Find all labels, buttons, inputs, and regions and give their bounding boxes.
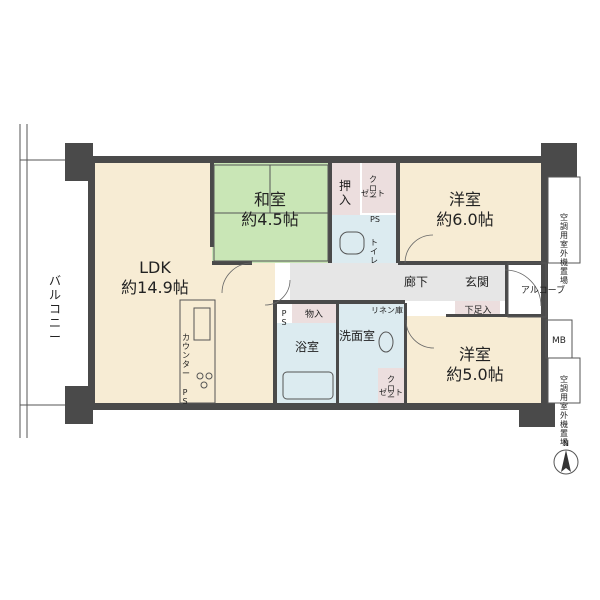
washbasin	[378, 331, 394, 353]
wall-west	[88, 156, 95, 410]
washitsu-name: 和室	[254, 190, 286, 209]
balcony-label: バルコニー	[49, 274, 61, 344]
outdoor-unit-north-label: 空調用室外機置場	[560, 212, 568, 285]
door-ldk-washitsu	[221, 262, 253, 294]
bathroom-floor	[277, 323, 337, 403]
corridor-label: 廊下	[404, 274, 428, 289]
genkan-floor	[446, 263, 505, 301]
tatami-3	[213, 212, 329, 262]
shitaashiire-floor	[455, 301, 500, 316]
ldk-floor-upper	[95, 163, 212, 263]
compass: N	[553, 439, 579, 475]
alcove-label: アルコーブ	[521, 284, 565, 296]
outdoor-unit-south-box	[547, 357, 581, 404]
closet-north-line-1: クロー	[369, 175, 377, 202]
closet-north-line-2: ゼット	[361, 188, 385, 198]
compass-arrow-icon	[561, 450, 571, 472]
oshiire-label: 押入	[339, 179, 351, 207]
yoshitsu-south-floor	[406, 316, 541, 403]
door-yoshitsu-south	[405, 319, 435, 349]
monoire-floor	[292, 303, 336, 323]
stove-burner-3	[200, 381, 208, 389]
outdoor-unit-north-box	[547, 176, 581, 264]
toilet-fixture	[339, 231, 365, 255]
yoshitsu-north-floor	[398, 163, 541, 263]
wall-closet-yoshitsu	[396, 163, 400, 263]
column-se	[519, 403, 555, 427]
mb-label: MB	[552, 336, 566, 346]
door-yoshitsu-north	[404, 234, 434, 264]
toilet-label: トイレ	[370, 238, 378, 265]
ldk-name: LDK	[139, 258, 171, 277]
yoshitsu-south-name: 洋室	[459, 345, 491, 364]
wall-senmen-yoshitsu	[404, 303, 407, 403]
bathtub	[282, 371, 334, 400]
kitchen-counter	[179, 299, 216, 404]
stove-burner-1	[196, 372, 204, 380]
senmenshitsu-label: 洗面室	[339, 328, 375, 343]
door-genkan	[504, 269, 542, 307]
wall-bath-corridor	[275, 300, 405, 304]
wall-ldk-bath	[273, 300, 277, 403]
ps-north: PS	[370, 215, 380, 224]
wall-washitsu-south	[212, 261, 252, 265]
yoshitsu-south-area: 約5.0帖	[446, 365, 503, 384]
wall-south	[70, 403, 548, 410]
kitchen-sink	[193, 307, 211, 341]
wall-washitsu-oshiire	[328, 163, 332, 263]
stove-burner-2	[205, 372, 213, 380]
column-nw	[65, 143, 93, 181]
linen-label: リネン庫	[371, 305, 403, 315]
washitsu-area: 約4.5帖	[241, 210, 298, 229]
closet-south-line-1: クロー	[387, 375, 395, 402]
yoshitsu-north-area: 約6.0帖	[436, 210, 493, 229]
door-corridor-ldk	[264, 279, 291, 306]
column-ne	[541, 143, 577, 177]
alcove-box	[507, 262, 547, 318]
wall-north	[70, 156, 548, 163]
closet-south-line-2: ゼット	[379, 387, 403, 397]
wall-ldk-washitsu	[210, 163, 214, 247]
oshiire-floor	[330, 163, 360, 215]
bathroom-label: 浴室	[295, 339, 319, 354]
wall-east	[541, 156, 548, 410]
column-sw	[65, 386, 93, 424]
counter-label: カウンター	[182, 333, 190, 378]
compass-label: N	[563, 439, 569, 448]
wall-genkan-south	[446, 314, 541, 317]
monoire-label: 物入	[305, 308, 323, 320]
outdoor-unit-south-label: 空調用室外機置場	[560, 374, 568, 447]
closet-south-floor	[378, 368, 404, 403]
wall-yoshitsu-north-south	[398, 261, 541, 265]
closet-north-floor	[362, 163, 398, 213]
genkan-label: 玄関	[465, 274, 489, 289]
wall-alcove	[505, 263, 508, 317]
shitaashiire-label: 下足入	[464, 305, 491, 316]
yoshitsu-north-name: 洋室	[449, 190, 481, 209]
ldk-area: 約14.9帖	[121, 278, 189, 297]
wall-bath-senmen	[336, 303, 339, 403]
